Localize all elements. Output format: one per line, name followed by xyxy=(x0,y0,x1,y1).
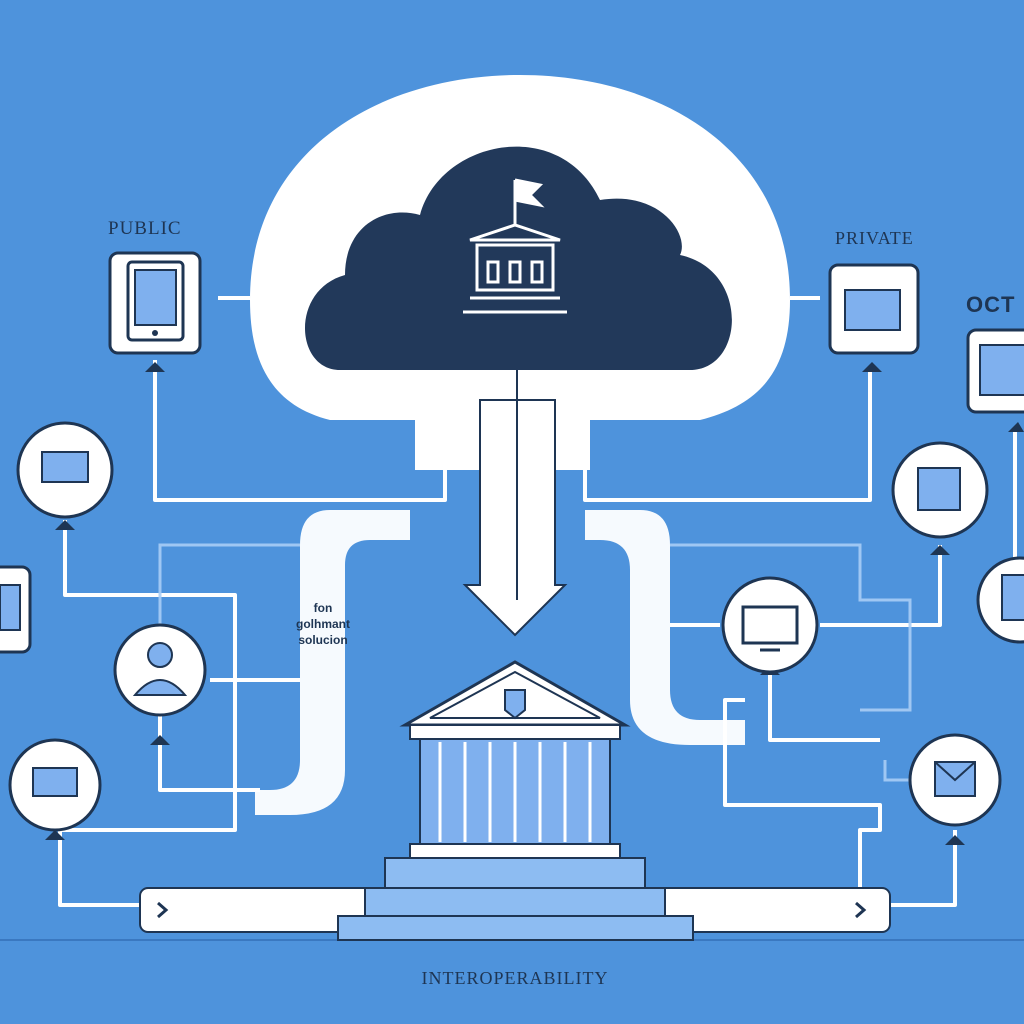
laptop-icon xyxy=(917,467,961,511)
public-label: PUBLIC xyxy=(108,218,182,239)
government-building-icon xyxy=(337,660,694,941)
office-building-icon xyxy=(844,289,901,331)
other-label: OCT xyxy=(966,292,1016,317)
chevron-right-icon[interactable] xyxy=(855,901,867,919)
right-edge-node[interactable] xyxy=(976,556,1024,644)
down-arrow xyxy=(462,399,568,637)
center-caption-line: golhmant xyxy=(296,617,350,631)
monitor-node[interactable] xyxy=(721,576,819,674)
center-caption-line: fon xyxy=(313,601,333,615)
user-icon xyxy=(132,642,188,696)
private-building-node[interactable] xyxy=(828,263,920,355)
center-caption-line: solucion xyxy=(298,633,348,647)
cloud-icon xyxy=(305,146,732,370)
laptop-node-1[interactable] xyxy=(16,421,114,519)
laptop-node-2[interactable] xyxy=(8,738,102,832)
public-tablet-node[interactable] xyxy=(108,251,202,355)
center-caption: fon golhmant solucion xyxy=(268,600,378,648)
envelope-icon xyxy=(934,761,976,797)
user-node[interactable] xyxy=(113,623,207,717)
tablet-icon xyxy=(126,260,185,342)
laptop-icon xyxy=(32,767,78,797)
laptop-icon xyxy=(41,451,89,483)
monitor-icon xyxy=(741,605,799,652)
right-ribbon xyxy=(585,510,745,745)
connector-lines xyxy=(58,296,1017,907)
envelope-node[interactable] xyxy=(908,733,1002,827)
government-building-icon xyxy=(463,178,567,314)
laptop-node-3[interactable] xyxy=(891,441,989,539)
left-edge-node[interactable] xyxy=(0,565,32,654)
left-ribbon xyxy=(255,510,410,815)
other-node[interactable] xyxy=(966,328,1024,414)
chevron-right-icon[interactable] xyxy=(157,901,169,919)
private-label: PRIVATE xyxy=(835,228,914,248)
footer-title: INTEROPERABILITY xyxy=(421,968,609,988)
